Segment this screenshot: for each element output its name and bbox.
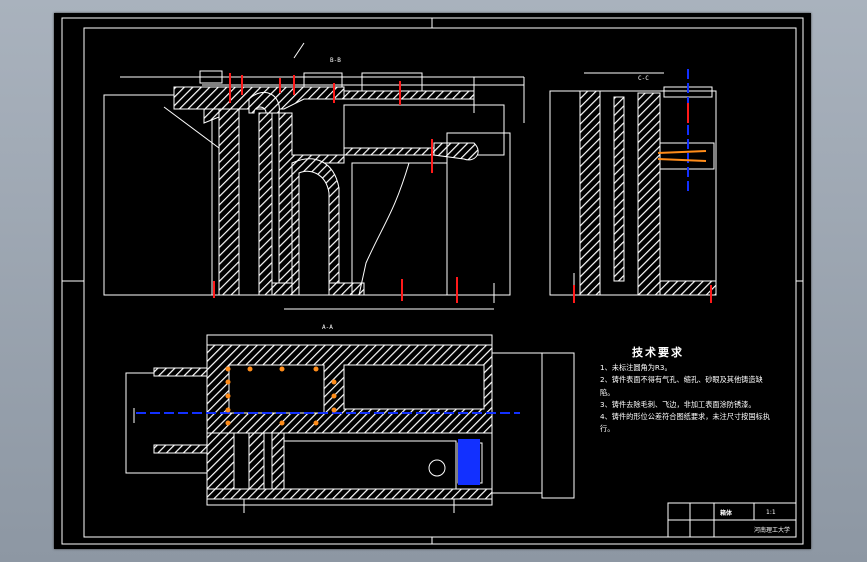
cut-marks <box>213 73 712 303</box>
blue-section-block <box>458 439 480 485</box>
orange-fittings <box>657 150 707 162</box>
section-label-bb: B-B <box>330 57 341 64</box>
technical-requirements-title: 技术要求 <box>632 346 684 359</box>
drawing-sheet: B-B C-C A-A 技术要求 1、未标注圆角为R3。 2、铸件表面不得有气孔… <box>54 13 811 549</box>
datum-symbol <box>428 459 446 477</box>
note-item: 1、未标注圆角为R3。 <box>600 363 672 372</box>
drawing-name: 箱体 <box>720 510 733 517</box>
school-name: 河南理工大学 <box>754 527 791 534</box>
cad-drawing <box>61 17 804 545</box>
side-section-view <box>549 72 717 296</box>
bolt-holes <box>225 366 337 426</box>
centering-marks <box>62 18 803 544</box>
front-section-view <box>103 42 525 310</box>
note-item: 2、铸件表面不得有气孔、缩孔、砂眼及其他铸造缺陷。 <box>600 375 763 397</box>
note-item: 4、铸件的形位公差符合图纸要求，未注尺寸按国标执行。 <box>600 412 770 434</box>
drawing-scale: 1:1 <box>766 509 776 516</box>
note-item: 3、铸件去除毛刺、飞边，非加工表面涂防锈漆。 <box>600 399 756 409</box>
section-label-aa: A-A <box>322 324 333 331</box>
technical-requirements-list: 1、未标注圆角为R3。 2、铸件表面不得有气孔、缩孔、砂眼及其他铸造缺陷。 3、… <box>600 362 776 436</box>
title-block <box>667 502 797 538</box>
section-label-cc: C-C <box>638 75 649 82</box>
inner-border <box>83 27 797 538</box>
plan-section-view <box>125 334 575 513</box>
